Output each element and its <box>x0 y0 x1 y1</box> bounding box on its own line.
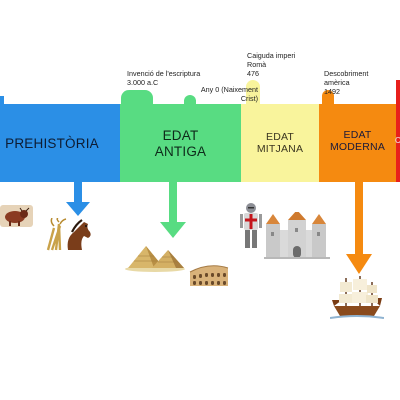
event-line: Romà <box>247 60 267 69</box>
era-mitjana: EDAT MITJANA <box>241 104 319 182</box>
event-line: Crist) <box>240 94 258 103</box>
event-line: 3.000 a.C <box>127 78 159 87</box>
era-label-line: EDAT <box>162 128 199 143</box>
era-label-antiga: EDAT ANTIGA <box>120 128 241 159</box>
tab-contemporania <box>396 80 400 106</box>
era-contemporania: C <box>395 104 400 182</box>
event-year-zero: Any 0 (Naixement Crist) <box>183 85 258 103</box>
event-rome: Caiguda imperi Romà 476 <box>247 51 317 78</box>
bison-cave-painting-icon <box>0 205 33 227</box>
horse-and-wheat-icon <box>46 218 91 251</box>
event-line: 476 <box>247 69 259 78</box>
tab-year-zero <box>184 95 196 106</box>
era-label-line: EDAT <box>265 131 295 143</box>
prehistoria-arrow <box>66 182 90 216</box>
galleon-icon <box>330 276 384 319</box>
era-label-line: MODERNA <box>329 141 386 154</box>
event-line: amèrica <box>324 78 350 87</box>
tab-america <box>322 90 334 106</box>
moderna-arrow <box>346 182 372 274</box>
era-label-line: MITJANA <box>256 143 304 156</box>
event-america: Descobriment amèrica 1492 <box>324 69 394 96</box>
era-label-line: PREHISTÒRIA <box>5 136 99 151</box>
event-line: Caiguda imperi <box>247 51 296 60</box>
antiga-arrow <box>160 182 186 238</box>
era-label-contemporania: C <box>395 136 400 145</box>
pyramids-icon <box>125 246 185 272</box>
castle-icon <box>264 212 330 259</box>
era-label-line: C <box>395 136 400 145</box>
era-label-line: EDAT <box>343 129 372 141</box>
era-label-prehistoria: PREHISTÒRIA <box>0 136 122 152</box>
knight-icon <box>240 203 262 248</box>
tab-rome <box>246 80 260 106</box>
era-label-moderna: EDAT MODERNA <box>319 129 396 153</box>
era-label-line: ANTIGA <box>154 143 207 159</box>
event-line: 1492 <box>324 87 340 96</box>
event-writing: Invenció de l'escriptura 3.000 a.C <box>127 69 237 87</box>
event-line: Any 0 (Naixement <box>200 85 258 94</box>
era-label-mitjana: EDAT MITJANA <box>241 131 319 155</box>
era-moderna: EDAT MODERNA <box>319 104 396 182</box>
event-line: Descobriment <box>324 69 369 78</box>
era-antiga: EDAT ANTIGA <box>120 104 241 182</box>
tab-writing <box>121 90 153 106</box>
tab-prehistoria <box>0 96 4 106</box>
event-line: Invenció de l'escriptura <box>127 69 201 78</box>
era-prehistoria: PREHISTÒRIA <box>0 104 120 182</box>
colosseum-icon <box>189 265 229 286</box>
